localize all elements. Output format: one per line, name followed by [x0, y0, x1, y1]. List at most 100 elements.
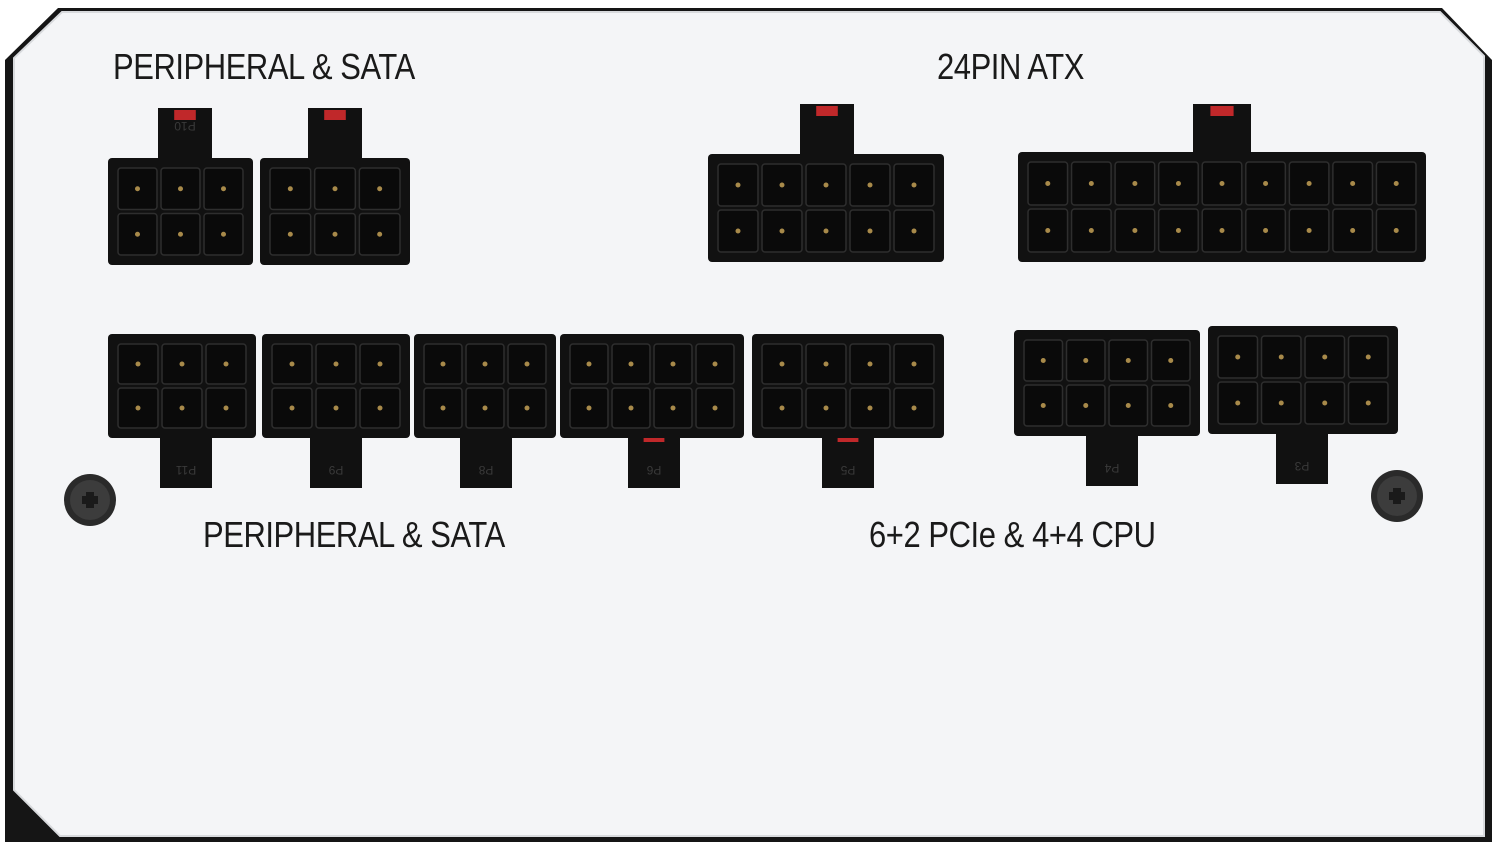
pin-contact — [1278, 354, 1284, 360]
connector-id-label: P9 — [328, 463, 343, 477]
pin-contact — [440, 405, 446, 411]
pin-contact — [524, 405, 530, 411]
pin-contact — [287, 231, 293, 237]
pin-contact — [586, 361, 592, 367]
pin-contact — [779, 361, 785, 367]
pin-contact — [221, 231, 226, 237]
latch-red-mark — [324, 110, 346, 120]
pin-contact — [628, 405, 634, 411]
connector-atx-18pin[interactable] — [1018, 104, 1426, 262]
latch-tab — [460, 430, 512, 488]
pin-contact — [179, 361, 185, 367]
pin-contact — [179, 405, 185, 411]
pin-contact — [867, 228, 873, 234]
pin-contact — [867, 361, 873, 367]
pin-contact — [482, 405, 488, 411]
connector-id-label: P6 — [646, 463, 661, 477]
pin-contact — [1045, 181, 1051, 186]
pin-contact — [1393, 228, 1399, 233]
pin-contact — [823, 228, 829, 234]
pin-contact — [911, 182, 917, 188]
pin-contact — [377, 231, 383, 237]
connector-id-label: P3 — [1294, 459, 1309, 473]
pin-contact — [333, 361, 339, 367]
pin-contact — [178, 186, 183, 192]
pin-contact — [377, 361, 383, 367]
pin-contact — [1168, 403, 1174, 408]
pin-contact — [1125, 358, 1131, 363]
pin-contact — [823, 182, 829, 188]
connector-cpu-p4[interactable]: P4 — [1014, 330, 1200, 486]
pin-contact — [823, 361, 829, 367]
connector-atx-10pin[interactable] — [708, 104, 944, 262]
latch-red-mark — [174, 110, 196, 120]
label-peripheral-sata-top: PERIPHERAL & SATA — [113, 46, 415, 87]
pin-contact — [221, 186, 226, 192]
latch-tab — [1276, 426, 1328, 484]
pin-contact — [223, 405, 229, 411]
pin-contact — [911, 361, 917, 367]
pin-contact — [867, 405, 873, 411]
pin-contact — [1045, 228, 1051, 233]
pin-contact — [628, 361, 634, 367]
pin-contact — [1322, 354, 1328, 360]
pin-contact — [712, 405, 718, 411]
pin-contact — [1263, 228, 1269, 233]
pin-contact — [440, 361, 446, 367]
pin-contact — [377, 186, 383, 192]
pin-contact — [1175, 228, 1181, 233]
pin-contact — [289, 405, 295, 411]
pin-contact — [135, 405, 141, 411]
pin-contact — [712, 361, 718, 367]
connector-pcie-p5[interactable]: P5 — [752, 334, 944, 488]
connector-cpu-p3[interactable]: P3 — [1208, 326, 1398, 484]
connector-pcie-p6[interactable]: P6 — [560, 334, 744, 488]
pin-contact — [135, 186, 140, 192]
pin-contact — [1306, 228, 1312, 233]
label-24pin-atx: 24PIN ATX — [937, 46, 1084, 87]
pin-contact — [1393, 181, 1399, 186]
connector-peripheral-p9[interactable]: P9 — [262, 334, 410, 488]
pin-contact — [1350, 181, 1356, 186]
connector-peripheral-p8[interactable]: P8 — [414, 334, 556, 488]
label-pcie-cpu: 6+2 PCIe & 4+4 CPU — [869, 514, 1156, 555]
pin-contact — [377, 405, 383, 411]
connector-peripheral-p11[interactable]: P11 — [108, 334, 256, 488]
pin-contact — [482, 361, 488, 367]
screw-left-icon — [64, 474, 116, 526]
pin-contact — [1083, 358, 1089, 363]
latch-tab — [1086, 428, 1138, 486]
pin-contact — [1278, 400, 1284, 406]
pin-contact — [823, 405, 829, 411]
pin-contact — [1219, 181, 1225, 186]
pin-contact — [1175, 181, 1181, 186]
pin-contact — [135, 231, 140, 237]
pin-contact — [867, 182, 873, 188]
latch-red-mark — [1210, 106, 1234, 116]
screw-right-icon — [1371, 470, 1423, 522]
pin-contact — [911, 228, 917, 234]
connector-peripheral-top-a[interactable]: P10 — [108, 108, 253, 265]
pin-contact — [333, 405, 339, 411]
pin-contact — [1219, 228, 1225, 233]
pin-contact — [1365, 354, 1371, 360]
pin-contact — [1235, 400, 1241, 406]
label-peripheral-sata-bottom: PERIPHERAL & SATA — [203, 514, 505, 555]
pin-contact — [1132, 228, 1138, 233]
pin-contact — [289, 361, 295, 367]
pin-contact — [135, 361, 141, 367]
connector-id-label: P11 — [175, 463, 196, 477]
pin-contact — [1088, 228, 1094, 233]
connector-id-label: P4 — [1104, 461, 1119, 475]
connector-id-label: P8 — [478, 463, 493, 477]
pin-contact — [332, 231, 338, 237]
pin-contact — [1235, 354, 1241, 360]
latch-tab — [310, 430, 362, 488]
pin-contact — [1365, 400, 1371, 406]
pin-contact — [670, 405, 676, 411]
connector-peripheral-top-b[interactable] — [260, 108, 410, 265]
pin-contact — [1306, 181, 1312, 186]
pin-contact — [1040, 358, 1046, 363]
pin-contact — [779, 228, 785, 234]
pin-contact — [911, 405, 917, 411]
